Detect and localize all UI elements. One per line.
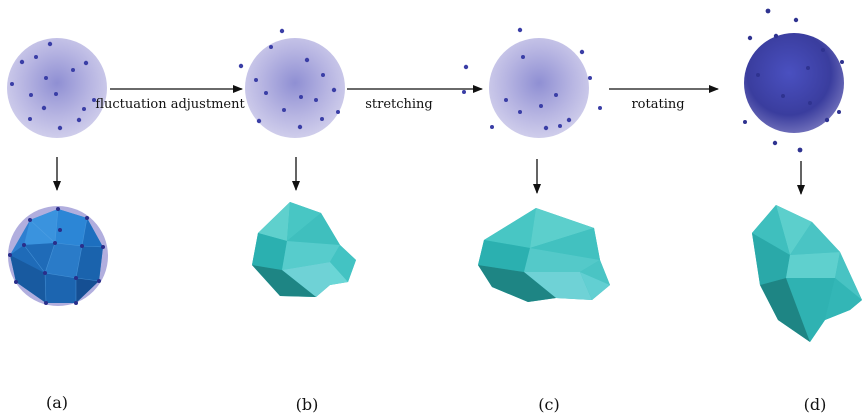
sphere-d [743, 8, 844, 153]
sphere-b [238, 28, 345, 138]
sphere-d-points [743, 8, 844, 153]
polyhedron-d [752, 205, 862, 342]
panel-label-c: (c) [538, 395, 559, 414]
operation-label-fluctuation-adjustment: fluctuation adjustment [95, 97, 245, 112]
sphere-a [7, 38, 107, 138]
polyhedron-a [8, 206, 108, 306]
polyhedron-c [478, 208, 610, 302]
sphere-c-points [462, 27, 602, 131]
operation-label-stretching: stretching [365, 97, 433, 112]
operation-label-rotating: rotating [631, 97, 684, 112]
sphere-c [462, 27, 602, 138]
polyhedron-b [252, 202, 356, 297]
panel-label-a: (a) [46, 393, 68, 412]
sphere-b-points [238, 28, 340, 130]
panel-label-d: (d) [804, 395, 827, 414]
sphere-a-points [10, 41, 96, 131]
panel-label-b: (b) [296, 395, 319, 414]
